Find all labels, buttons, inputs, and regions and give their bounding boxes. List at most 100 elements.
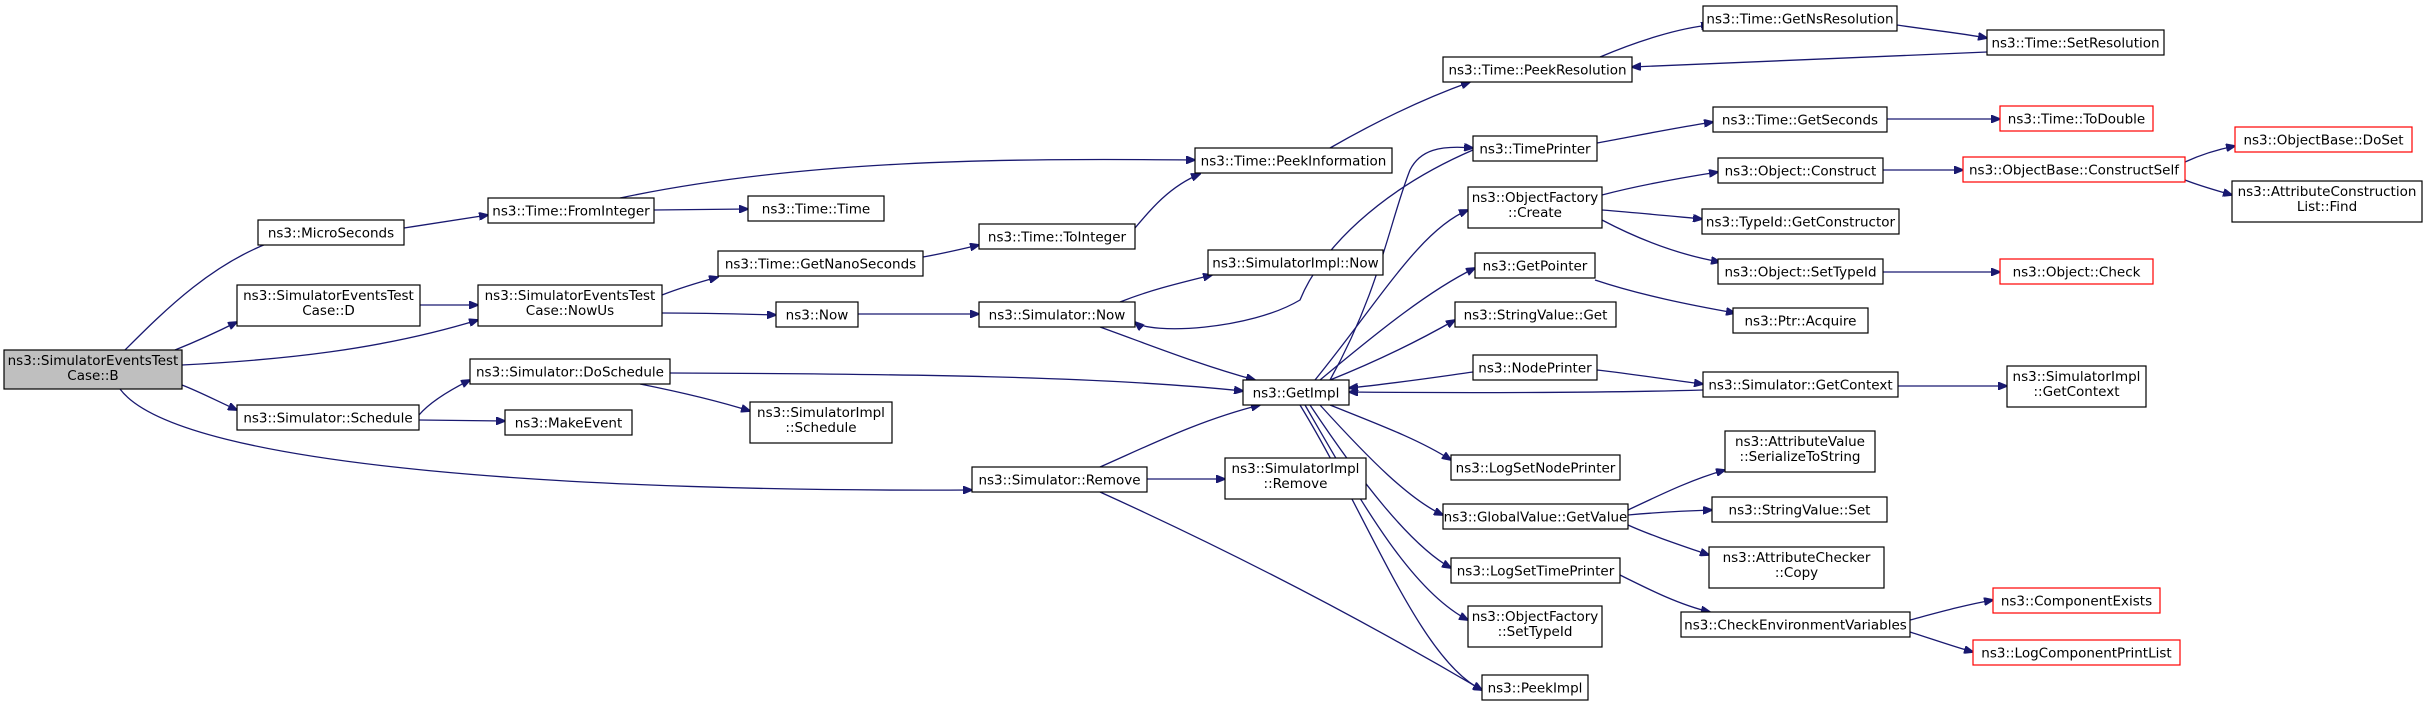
node-stringvalue-set[interactable]: ns3::StringValue::Set (1711, 496, 1888, 523)
node-objectbase-doset[interactable]: ns3::ObjectBase::DoSet (2234, 126, 2413, 153)
node-time-tointeger[interactable]: ns3::Time::ToInteger (978, 223, 1136, 250)
edge-getimpl-peekimpl (1299, 404, 1482, 690)
node-sim-getcontext[interactable]: ns3::Simulator::GetContext (1702, 371, 1899, 398)
node-label: ns3::GetPointer (1483, 259, 1588, 275)
edge-root-schedule (181, 384, 237, 410)
node-objfactory-create[interactable]: ns3::ObjectFactory::Create (1467, 186, 1603, 229)
node-box (1680, 611, 1911, 638)
node-make-event[interactable]: ns3::MakeEvent (504, 409, 633, 436)
edge-getnanoseconds-tointeger (922, 245, 979, 258)
node-box (775, 301, 859, 328)
node-box (1702, 5, 1898, 32)
node-label: ::Remove (1264, 476, 1328, 492)
node-simimpl-now[interactable]: ns3::SimulatorImpl::Now (1207, 249, 1384, 276)
edge-nodeprinter-getcontext (1596, 369, 1703, 384)
node-label: ::Create (1508, 205, 1562, 221)
edge-nowus-getnanoseconds (661, 277, 718, 296)
node-label: ns3::CheckEnvironmentVariables (1684, 618, 1907, 634)
node-logsetnodeprinter[interactable]: ns3::LogSetNodePrinter (1450, 454, 1621, 481)
edge-setresolution-peekresolution (1632, 51, 1988, 67)
node-logcomponent-printlist[interactable]: ns3::LogComponentPrintList (1972, 639, 2181, 666)
node-time-time[interactable]: ns3::Time::Time (747, 195, 885, 222)
edge-checkenv-componentexists (1909, 600, 1993, 621)
edge-checkenv-printlist (1909, 631, 1973, 652)
node-getpointer[interactable]: ns3::GetPointer (1474, 252, 1596, 279)
node-box (2006, 365, 2147, 408)
node-time-getnanoseconds[interactable]: ns3::Time::GetNanoSeconds (717, 250, 924, 277)
node-now[interactable]: ns3::Now (775, 301, 859, 328)
node-label: ns3::Simulator::GetContext (1708, 378, 1892, 394)
node-box (1717, 258, 1884, 285)
node-label: ns3::PeekImpl (1488, 681, 1583, 697)
node-box (971, 466, 1148, 493)
node-label: ns3::Time::GetNsResolution (1706, 12, 1893, 28)
node-attrchecker-copy[interactable]: ns3::AttributeChecker::Copy (1708, 546, 1885, 589)
node-time-setresolution[interactable]: ns3::Time::SetResolution (1986, 29, 2165, 56)
node-globalvalue-getvalue[interactable]: ns3::GlobalValue::GetValue (1442, 503, 1629, 530)
node-sim-now[interactable]: ns3::Simulator::Now (978, 301, 1136, 328)
node-timeprinter[interactable]: ns3::TimePrinter (1472, 135, 1598, 162)
node-object-check[interactable]: ns3::Object::Check (1999, 258, 2154, 285)
node-box (1450, 557, 1621, 584)
node-box (1442, 503, 1629, 530)
node-check-env-vars[interactable]: ns3::CheckEnvironmentVariables (1680, 611, 1911, 638)
node-box (1207, 249, 1384, 276)
node-label: ns3::SimulatorImpl (757, 405, 885, 421)
node-simimpl-getcontext[interactable]: ns3::SimulatorImpl::GetContext (2006, 365, 2147, 408)
edge-create-settypeid (1601, 219, 1720, 262)
node-time-getseconds[interactable]: ns3::Time::GetSeconds (1712, 106, 1888, 133)
node-label: ns3::GetImpl (1253, 386, 1340, 402)
node-sim-doschedule[interactable]: ns3::Simulator::DoSchedule (469, 358, 671, 385)
node-label: ns3::Time::GetSeconds (1722, 113, 1878, 129)
edge-getimpl-objfactory-create (1314, 210, 1468, 381)
node-box (978, 301, 1136, 328)
node-attrvalue-serialize[interactable]: ns3::AttributeValue::SerializeToString (1724, 430, 1876, 473)
node-typeid-getconstructor[interactable]: ns3::TypeId::GetConstructor (1701, 208, 1900, 235)
node-stringvalue-get[interactable]: ns3::StringValue::Get (1454, 301, 1617, 328)
node-box (1992, 587, 2161, 614)
node-getimpl[interactable]: ns3::GetImpl (1242, 379, 1350, 406)
node-time-frominteger[interactable]: ns3::Time::FromInteger (487, 197, 655, 224)
node-sim-remove[interactable]: ns3::Simulator::Remove (971, 466, 1148, 493)
node-label: ns3::Time::ToInteger (988, 230, 1127, 246)
edge-frominteger-peekinformation (619, 159, 1195, 199)
node-box (2234, 126, 2413, 153)
edge-simremove-getimpl (1099, 405, 1260, 468)
node-nodeprinter[interactable]: ns3::NodePrinter (1472, 354, 1598, 381)
node-simimpl-schedule[interactable]: ns3::SimulatorImpl::Schedule (749, 401, 893, 444)
node-label: ns3::TimePrinter (1479, 142, 1591, 158)
node-ptr-acquire[interactable]: ns3::Ptr::Acquire (1732, 307, 1869, 334)
node-box (978, 223, 1136, 250)
node-box (477, 284, 663, 327)
node-object-construct[interactable]: ns3::Object::Construct (1717, 157, 1884, 184)
node-peekimpl[interactable]: ns3::PeekImpl (1481, 674, 1589, 701)
edge-getimpl-stringvalue-get (1329, 320, 1455, 381)
node-time-todouble[interactable]: ns3::Time::ToDouble (1999, 105, 2154, 132)
node-label: ns3::SimulatorEventsTest (8, 353, 179, 369)
node-box (1454, 301, 1617, 328)
node-label: ns3::Time::SetResolution (1991, 36, 2159, 52)
node-simimpl-remove[interactable]: ns3::SimulatorImpl::Remove (1224, 457, 1367, 500)
node-object-settypeid[interactable]: ns3::Object::SetTypeId (1717, 258, 1884, 285)
edge-root-events-nowus (181, 320, 478, 366)
node-label: ns3::StringValue::Set (1729, 503, 1871, 519)
node-objectbase-constructself[interactable]: ns3::ObjectBase::ConstructSelf (1962, 156, 2186, 183)
node-time-peekinformation[interactable]: ns3::Time::PeekInformation (1194, 147, 1393, 174)
node-time-peekresolution[interactable]: ns3::Time::PeekResolution (1442, 56, 1633, 83)
node-label: ::SerializeToString (1740, 449, 1861, 465)
node-label: ns3::ObjectBase::DoSet (2243, 133, 2403, 149)
node-label: List::Find (2297, 199, 2357, 215)
node-box (1702, 371, 1899, 398)
node-microseconds[interactable]: ns3::MicroSeconds (257, 219, 405, 246)
node-logsettimeprinter[interactable]: ns3::LogSetTimePrinter (1450, 557, 1621, 584)
node-label: ns3::TypeId::GetConstructor (1706, 215, 1896, 231)
node-objfactory-settypeid[interactable]: ns3::ObjectFactory::SetTypeId (1467, 605, 1603, 648)
node-component-exists[interactable]: ns3::ComponentExists (1992, 587, 2161, 614)
node-sim-schedule[interactable]: ns3::Simulator::Schedule (236, 404, 420, 431)
node-time-getnsresolution[interactable]: ns3::Time::GetNsResolution (1702, 5, 1898, 32)
